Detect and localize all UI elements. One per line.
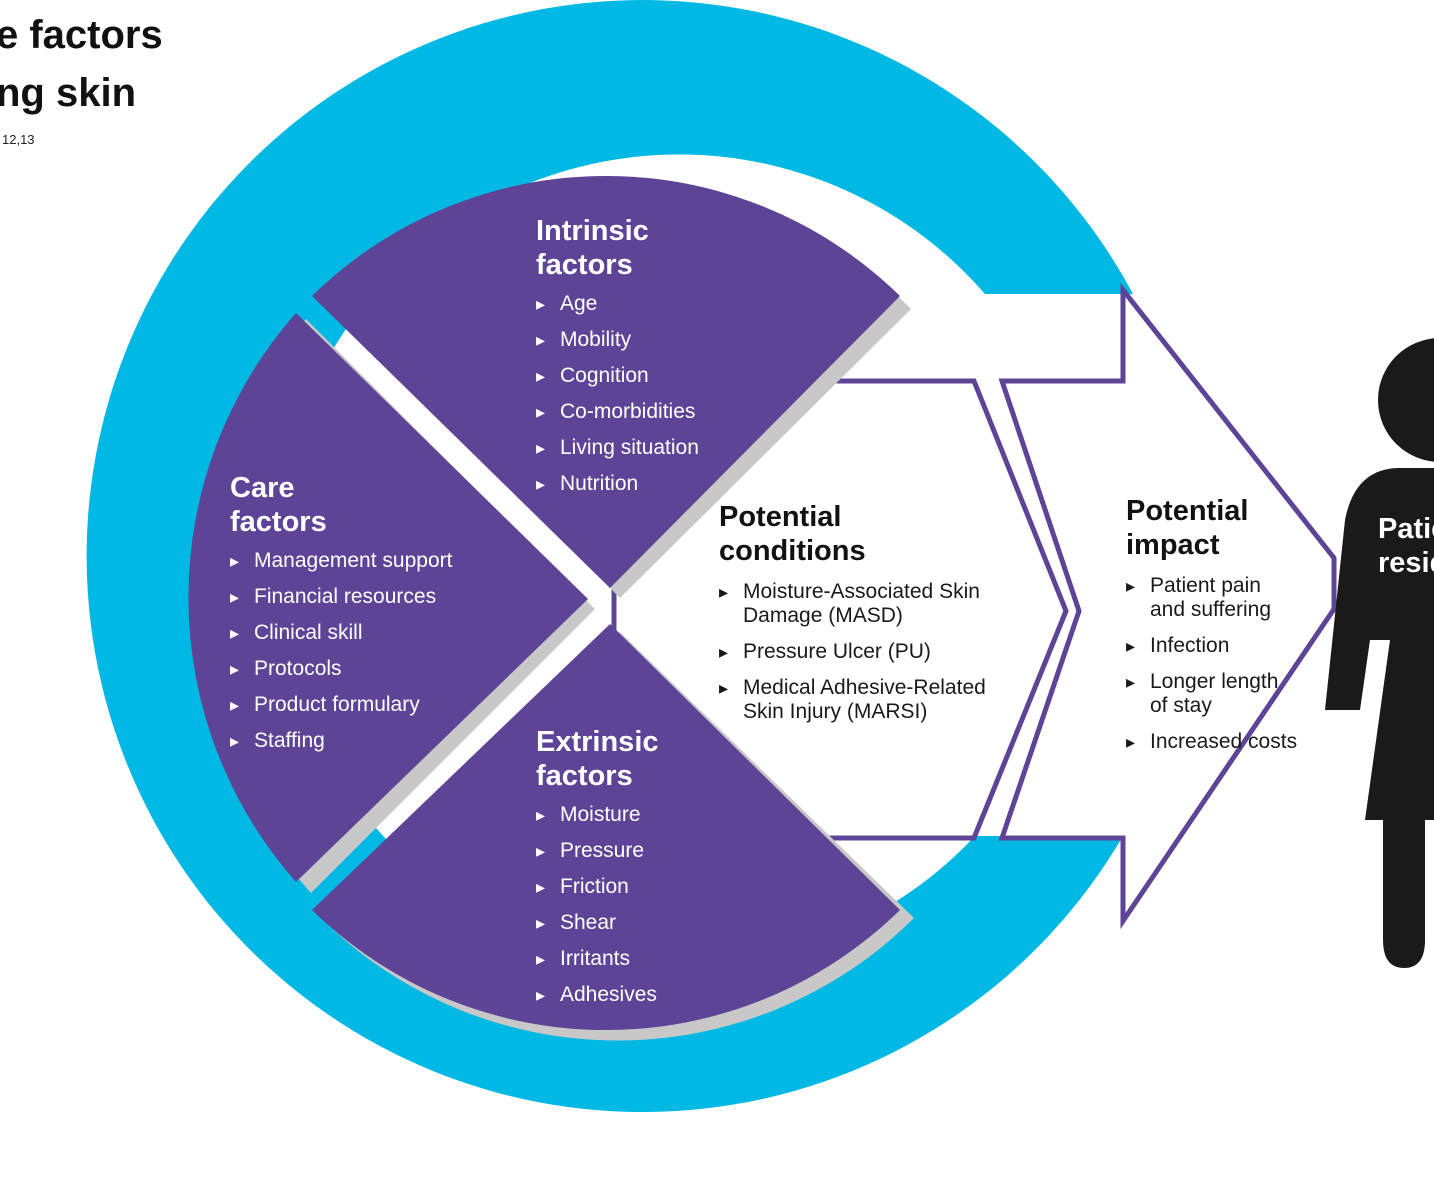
list-item: Adhesives bbox=[536, 977, 659, 1013]
extrinsic-list: Moisture Pressure Friction Shear Irritan… bbox=[536, 797, 659, 1013]
intrinsic-list: Age Mobility Cognition Co-morbidities Li… bbox=[536, 286, 699, 502]
list-item: Management support bbox=[230, 543, 452, 579]
conditions-title-2: conditions bbox=[719, 535, 866, 567]
list-item: Living situation bbox=[536, 430, 699, 466]
care-title-2: factors bbox=[230, 506, 327, 538]
title-references: 12,13 bbox=[2, 132, 35, 147]
impact-title-2: impact bbox=[1126, 529, 1220, 561]
person-label-line-2: resid bbox=[1378, 547, 1434, 579]
list-item: Longer length of stay bbox=[1126, 670, 1301, 718]
extrinsic-title-1: Extrinsic bbox=[536, 726, 659, 758]
list-item: Staffing bbox=[230, 723, 452, 759]
title-line-1: e factors bbox=[0, 13, 163, 57]
list-item: Pressure bbox=[536, 833, 659, 869]
list-item: Nutrition bbox=[536, 466, 699, 502]
conditions-list: Moisture-Associated Skin Damage (MASD) P… bbox=[719, 580, 1019, 724]
list-item: Moisture-Associated Skin Damage (MASD) bbox=[719, 580, 1019, 628]
list-item: Infection bbox=[1126, 634, 1301, 658]
conditions-title-1: Potential bbox=[719, 501, 842, 533]
list-item: Irritants bbox=[536, 941, 659, 977]
list-item: Mobility bbox=[536, 322, 699, 358]
list-item: Clinical skill bbox=[230, 615, 452, 651]
list-item: Age bbox=[536, 286, 699, 322]
impact-section: Potential impact Patient pain and suffer… bbox=[1126, 494, 1316, 766]
care-section: Care factors Management support Financia… bbox=[230, 471, 452, 759]
list-item: Medical Adhesive-Related Skin Injury (MA… bbox=[719, 676, 1019, 724]
list-item: Friction bbox=[536, 869, 659, 905]
list-item: Moisture bbox=[536, 797, 659, 833]
title-line-2: ng skin bbox=[0, 71, 137, 115]
list-item: Co-morbidities bbox=[536, 394, 699, 430]
person-silhouette bbox=[1325, 338, 1434, 968]
extrinsic-section: Extrinsic factors Moisture Pressure Fric… bbox=[536, 725, 659, 1013]
list-item: Increased costs bbox=[1126, 730, 1301, 754]
intrinsic-title-2: factors bbox=[536, 249, 633, 281]
list-item: Product formulary bbox=[230, 687, 452, 723]
list-item: Cognition bbox=[536, 358, 699, 394]
person-label-line-1: Patie bbox=[1378, 513, 1434, 545]
impact-list: Patient pain and suffering Infection Lon… bbox=[1126, 574, 1301, 754]
impact-title-1: Potential bbox=[1126, 495, 1249, 527]
extrinsic-title-2: factors bbox=[536, 760, 633, 792]
care-title-1: Care bbox=[230, 472, 295, 504]
intrinsic-title-1: Intrinsic bbox=[536, 215, 649, 247]
list-item: Protocols bbox=[230, 651, 452, 687]
conditions-section: Potential conditions Moisture-Associated… bbox=[719, 500, 1039, 736]
list-item: Shear bbox=[536, 905, 659, 941]
list-item: Pressure Ulcer (PU) bbox=[719, 640, 1019, 664]
person-label: Patie resid bbox=[1378, 512, 1434, 580]
list-item: Financial resources bbox=[230, 579, 452, 615]
care-list: Management support Financial resources C… bbox=[230, 543, 452, 759]
intrinsic-section: Intrinsic factors Age Mobility Cognition… bbox=[536, 214, 699, 502]
list-item: Patient pain and suffering bbox=[1126, 574, 1301, 622]
